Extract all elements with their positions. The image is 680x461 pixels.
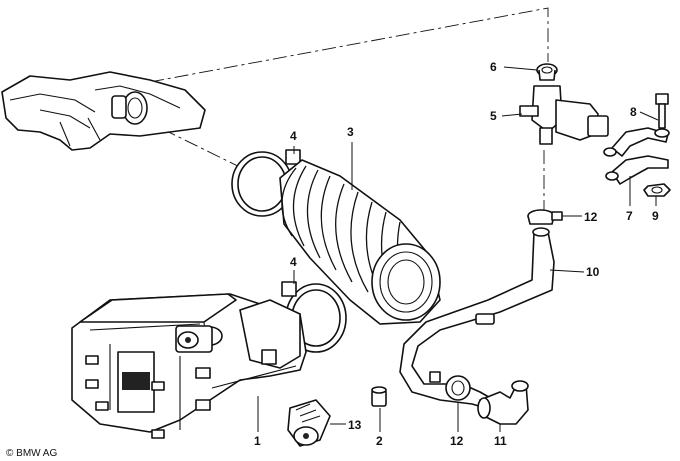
callout-3: 3 [347,125,354,139]
intake-boot [279,159,441,325]
hose-clip-lower [429,371,471,401]
reference-line-manifold-valve [149,7,549,83]
callout-12-lower: 12 [450,434,464,448]
connector-plug [287,399,331,447]
callout-5: 5 [490,109,497,123]
bolt [654,93,670,138]
elbow-fitting [477,380,529,425]
bracket-clamp [603,127,669,185]
copyright-notice: © BMW AG [6,448,57,459]
hose-clip-upper [527,209,563,225]
callout-12-upper: 12 [584,210,598,224]
callout-9: 9 [652,209,659,223]
callout-1: 1 [254,434,261,448]
callouts: 6 5 8 7 9 12 10 4 3 4 13 1 2 12 11 [254,60,659,448]
callout-10: 10 [586,265,600,279]
idle-valve [519,85,609,145]
cap-fitting [536,63,558,81]
callout-6: 6 [490,60,497,74]
callout-4-upper: 4 [290,129,297,143]
callout-7: 7 [626,209,633,223]
intake-manifold [1,71,206,151]
callout-11: 11 [494,434,507,448]
plug-cap [371,386,387,407]
callout-13: 13 [348,418,362,432]
air-flow-meter [71,293,307,439]
leader-lines [257,66,659,432]
callout-4-lower: 4 [290,255,297,269]
callout-8: 8 [630,105,637,119]
callout-2: 2 [376,434,383,448]
nut [643,183,671,197]
